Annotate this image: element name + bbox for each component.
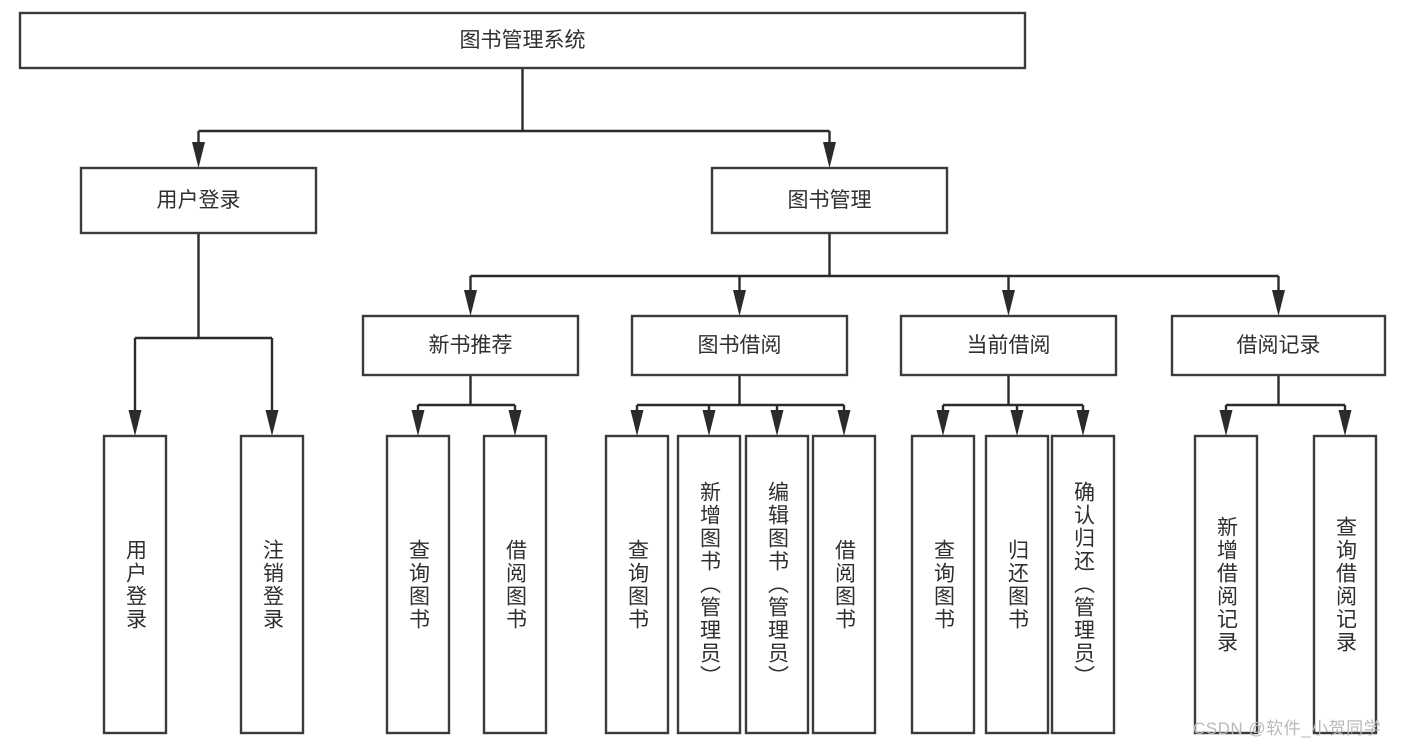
node-label: 确认归还（管理员） [1071, 481, 1095, 688]
node-boxes [18, 11, 1387, 735]
node-label: 查询图书 [931, 538, 955, 631]
leaf-node-leaf-borrow-book-1[interactable]: 借阅图书 [484, 436, 546, 733]
leaf-node-leaf-query-book-3[interactable]: 查询图书 [912, 436, 974, 733]
leaf-node-leaf-add-book[interactable]: 新增图书（管理员） [678, 436, 740, 733]
node-label: 借阅图书 [503, 538, 527, 631]
node-label: 归还图书 [1005, 538, 1029, 631]
leafbox-leaf-return-book[interactable] [984, 434, 1050, 735]
leafbox-leaf-add-record[interactable] [1193, 434, 1259, 735]
connector-lines [128, 68, 1352, 436]
arrow-head-icon [265, 410, 279, 436]
arrow-head-icon [1219, 410, 1233, 436]
arrow-head-icon [837, 410, 851, 436]
node-user-login[interactable] [79, 166, 318, 235]
arrow-head-icon [770, 410, 784, 436]
node-new-book-recommend[interactable] [361, 314, 580, 377]
leafbox-leaf-query-record[interactable] [1312, 434, 1378, 735]
leaf-node-leaf-edit-book[interactable]: 编辑图书（管理员） [746, 436, 808, 733]
leafbox-leaf-query-book-3[interactable] [910, 434, 976, 735]
leaf-node-leaf-query-book-2[interactable]: 查询图书 [606, 436, 668, 733]
leafbox-leaf-edit-book[interactable] [744, 434, 810, 735]
arrow-head-icon [702, 410, 716, 436]
arrow-head-icon [1010, 410, 1024, 436]
arrow-head-icon [1076, 410, 1090, 436]
leafbox-leaf-add-book[interactable] [676, 434, 742, 735]
node-book-manage[interactable] [710, 166, 949, 235]
arrow-head-icon [1338, 410, 1352, 436]
node-label: 查询图书 [625, 538, 649, 631]
arrow-head-icon [1002, 290, 1015, 316]
leaf-node-leaf-query-record[interactable]: 查询借阅记录 [1314, 436, 1376, 733]
node-root[interactable] [18, 11, 1027, 70]
leaf-node-leaf-return-book[interactable]: 归还图书 [986, 436, 1048, 733]
leafbox-leaf-confirm-return[interactable] [1050, 434, 1116, 735]
node-label: 新增借阅记录 [1214, 515, 1238, 654]
arrow-head-icon [936, 410, 950, 436]
node-label: 当前借阅 [967, 334, 1051, 357]
node-label: 注销登录 [260, 538, 284, 631]
leaf-node-leaf-query-book-1[interactable]: 查询图书 [387, 436, 449, 733]
node-label: 借阅记录 [1237, 334, 1321, 357]
node-label: 新书推荐 [429, 334, 513, 357]
node-label: 新增图书（管理员） [697, 481, 721, 688]
node-label: 用户登录 [157, 189, 241, 212]
arrow-head-icon [1272, 290, 1285, 316]
leafbox-leaf-user-login[interactable] [102, 434, 168, 735]
node-label: 查询借阅记录 [1333, 515, 1357, 654]
arrow-head-icon [464, 290, 477, 316]
node-book-borrow[interactable] [630, 314, 849, 377]
leafbox-leaf-query-book-2[interactable] [604, 434, 670, 735]
arrow-head-icon [733, 290, 746, 316]
watermark-text: CSDN @软件_小贺同学 [1193, 719, 1382, 738]
leaf-node-leaf-user-logout[interactable]: 注销登录 [241, 436, 303, 733]
node-label: 图书借阅 [698, 334, 782, 357]
arrow-head-icon [411, 410, 425, 436]
node-current-borrow[interactable] [899, 314, 1118, 377]
node-label: 图书管理系统 [460, 29, 586, 52]
node-label: 编辑图书（管理员） [765, 481, 789, 688]
leafbox-leaf-user-logout[interactable] [239, 434, 305, 735]
node-label: 借阅图书 [832, 538, 856, 631]
arrow-head-icon [823, 142, 836, 168]
node-label: 图书管理 [788, 189, 872, 212]
leaf-node-leaf-confirm-return[interactable]: 确认归还（管理员） [1052, 436, 1114, 733]
arrow-head-icon [508, 410, 522, 436]
arrow-head-icon [192, 142, 205, 168]
arrow-head-icon [128, 410, 142, 436]
leafbox-leaf-borrow-book-2[interactable] [811, 434, 877, 735]
leaf-node-leaf-borrow-book-2[interactable]: 借阅图书 [813, 436, 875, 733]
leaf-node-leaf-user-login[interactable]: 用户登录 [104, 436, 166, 733]
arrow-head-icon [630, 410, 644, 436]
node-label: 查询图书 [406, 538, 430, 631]
leaf-node-leaf-add-record[interactable]: 新增借阅记录 [1195, 436, 1257, 733]
node-borrow-record[interactable] [1170, 314, 1387, 377]
leafbox-leaf-borrow-book-1[interactable] [482, 434, 548, 735]
node-label: 用户登录 [123, 538, 147, 631]
leafbox-leaf-query-book-1[interactable] [385, 434, 451, 735]
